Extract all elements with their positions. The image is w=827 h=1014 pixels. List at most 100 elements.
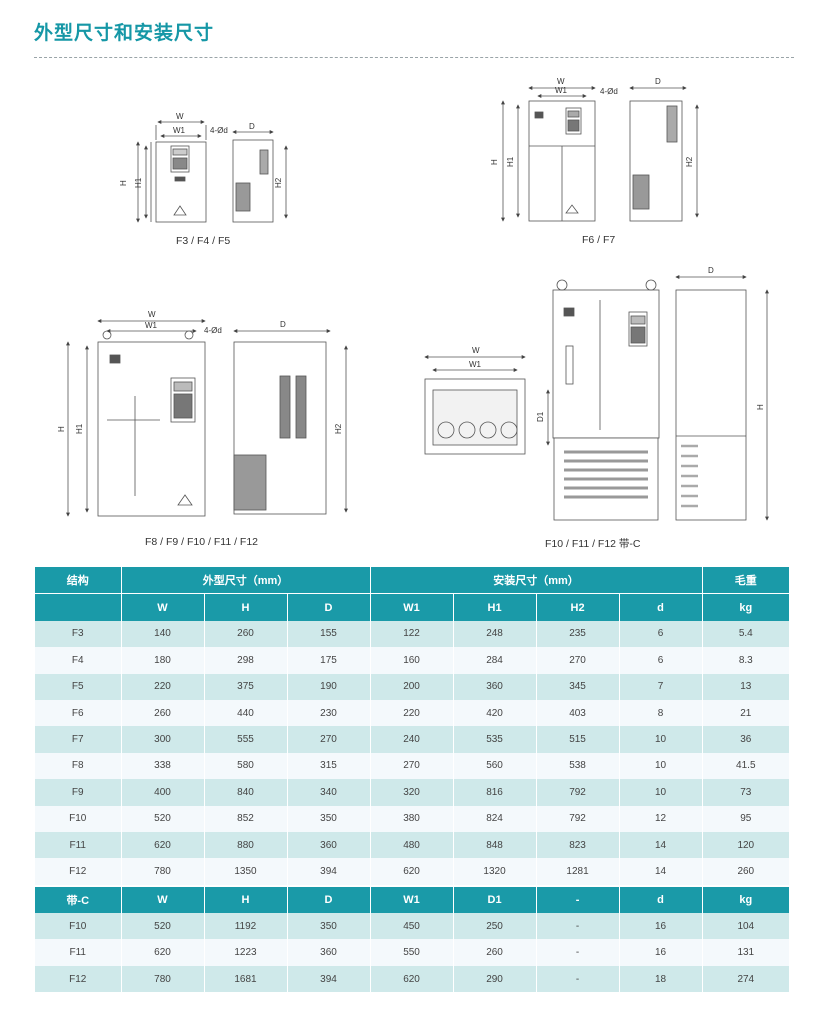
drawing-f3-side: [232, 130, 288, 223]
c-header-cell: kg: [701, 884, 790, 914]
dim-d-c: D: [708, 266, 714, 275]
table-cell: 104: [701, 913, 790, 940]
figure-label-f3: F3 / F4 / F5: [176, 235, 231, 247]
table-cell: 21: [701, 699, 790, 727]
c-header-cell: D1: [452, 884, 537, 914]
table-cell: 41.5: [701, 752, 790, 780]
table-cell: 180: [120, 647, 204, 674]
table-cell: F4: [35, 647, 121, 674]
table-cell: 300: [120, 726, 204, 753]
c-header-cell: H: [203, 884, 287, 914]
table-cell: 260: [701, 858, 790, 886]
table-cell: 140: [120, 620, 204, 648]
table-cell: 380: [369, 805, 454, 832]
table-cell: 200: [369, 673, 454, 700]
table-cell: 290: [452, 965, 537, 993]
table-cell: 480: [369, 831, 454, 859]
table-cell: F3: [35, 620, 121, 648]
table-cell: 14: [618, 858, 703, 886]
table-cell: 190: [286, 673, 371, 700]
table-cell: 16: [618, 913, 703, 940]
table-cell: 155: [286, 620, 371, 648]
table-cell: 160: [369, 647, 454, 674]
table-cell: 338: [120, 752, 204, 780]
table-cell: -: [535, 913, 620, 940]
dim-w-f8: W: [148, 310, 156, 319]
table-cell: 5.4: [701, 620, 790, 648]
header-h: H: [203, 593, 287, 621]
drawing-c-side: [675, 275, 769, 521]
dim-h1-f6: H1: [506, 156, 515, 167]
table-cell: F11: [35, 831, 121, 859]
table-cell: 400: [120, 779, 204, 806]
table-cell: 320: [369, 779, 454, 806]
table-cell: 403: [535, 699, 620, 727]
table-cell: 315: [286, 752, 371, 780]
figure-label-c: F10 / F11 / F12 带-C: [545, 538, 641, 550]
table-cell: 8.3: [701, 647, 790, 674]
header-h1: H1: [452, 593, 537, 621]
dim-d1-c: D1: [536, 411, 545, 422]
dim-w1-f8: W1: [145, 321, 158, 330]
table-cell: 1320: [452, 858, 537, 886]
table-cell: 620: [120, 939, 204, 966]
table-cell: 36: [701, 726, 790, 753]
table-cell: 880: [203, 831, 287, 859]
table-cell: 220: [369, 699, 454, 727]
table-cell: 792: [535, 805, 620, 832]
table-cell: 1223: [203, 939, 287, 966]
table-cell: 620: [369, 965, 454, 993]
header-kg: kg: [701, 593, 790, 621]
table-cell: 122: [369, 620, 454, 648]
table-cell: 824: [452, 805, 537, 832]
header-empty: [35, 593, 121, 621]
table-cell: 535: [452, 726, 537, 753]
table-cell: 298: [203, 647, 287, 674]
table-cell: 780: [120, 965, 204, 993]
table-cell: 10: [618, 752, 703, 780]
page-title: 外型尺寸和安装尺寸: [34, 22, 215, 44]
dim-h2-f8: H2: [334, 423, 343, 434]
table-cell: 220: [120, 673, 204, 700]
table-cell: F10: [35, 805, 121, 832]
dim-w-f3: W: [176, 112, 184, 121]
dim-hole-f8: 4-Ød: [204, 326, 222, 335]
table-cell: F9: [35, 779, 121, 806]
dim-h2-f6: H2: [685, 156, 694, 167]
figure-label-f8: F8 / F9 / F10 / F11 / F12: [145, 536, 259, 548]
table-cell: 550: [369, 939, 454, 966]
drawing-f3-front: [136, 120, 207, 223]
dimension-drawings: W W1 4-Ød D H H1 H2 W W1 4-Ød D H H1 H2 …: [57, 77, 769, 521]
table-cell: 73: [701, 779, 790, 806]
table-cell: 360: [286, 831, 371, 859]
c-header-cell: -: [535, 884, 620, 914]
dim-w1-c: W1: [469, 360, 482, 369]
table-cell: 515: [535, 726, 620, 753]
table-cell: 823: [535, 831, 620, 859]
header-h2: H2: [535, 593, 620, 621]
table-cell: 270: [286, 726, 371, 753]
table-cell: 350: [286, 913, 371, 940]
table-cell: F11: [35, 939, 121, 966]
table-cell: 175: [286, 647, 371, 674]
dim-w-c: W: [472, 346, 480, 355]
table-cell: 538: [535, 752, 620, 780]
table-cell: F12: [35, 858, 121, 886]
header-w: W: [120, 593, 204, 621]
table-cell: 620: [120, 831, 204, 859]
table-cell: 260: [120, 699, 204, 727]
table-cell: 260: [203, 620, 287, 648]
table-cell: 260: [452, 939, 537, 966]
table-cell: 560: [452, 752, 537, 780]
table-cell: 6: [618, 647, 703, 674]
table-cell: 520: [120, 913, 204, 940]
dim-d-f8: D: [280, 320, 286, 329]
table-cell: 792: [535, 779, 620, 806]
drawing-f8-front: [66, 319, 206, 517]
table-cell: 270: [535, 647, 620, 674]
